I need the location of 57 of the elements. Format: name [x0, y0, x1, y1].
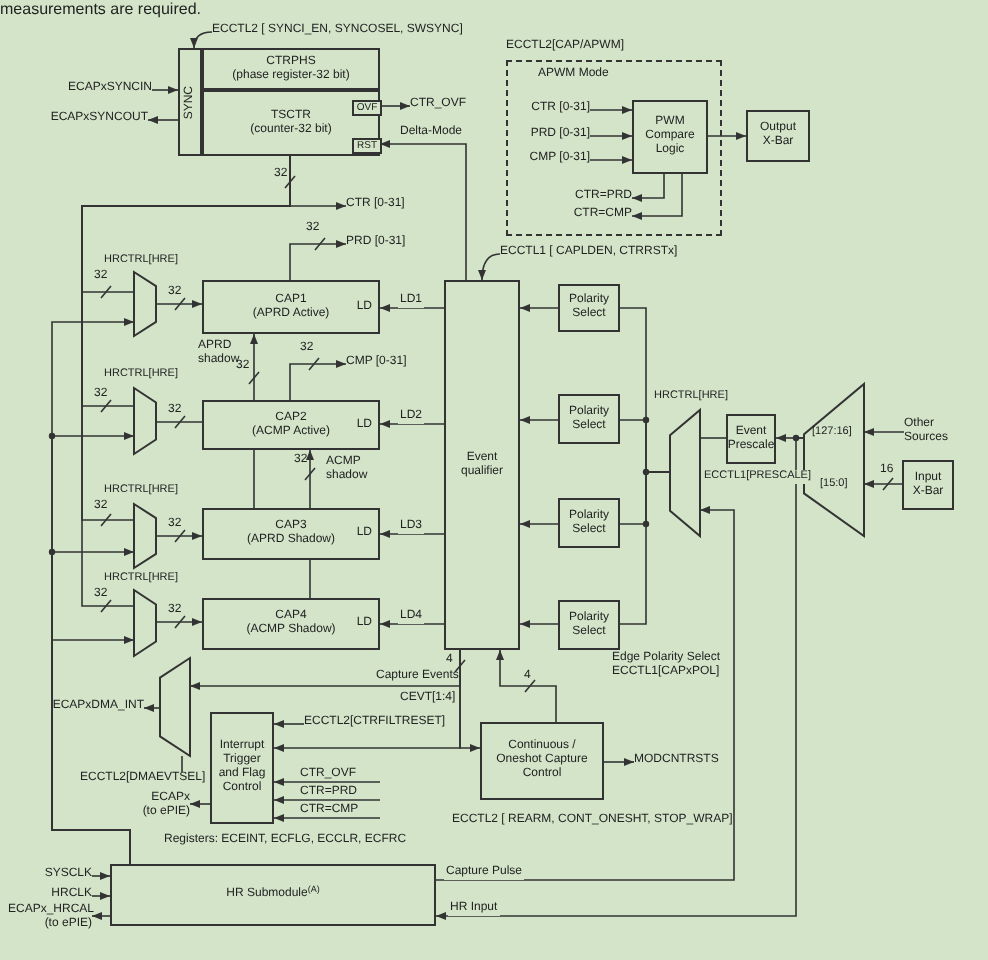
- arrow: [519, 620, 559, 628]
- arrow: [143, 704, 161, 712]
- note-text: measurements are required.: [0, 0, 203, 18]
- arrow: [435, 437, 805, 920]
- arrow: [589, 156, 633, 164]
- arrow: [589, 106, 633, 114]
- arrow: [189, 800, 211, 808]
- arrow: [379, 530, 445, 538]
- arrow: [707, 132, 747, 140]
- multiplexer-symbol: [134, 388, 156, 454]
- arrow: [519, 520, 559, 528]
- arrow: [863, 480, 903, 488]
- connector-line: [309, 559, 311, 599]
- arrow: [273, 814, 381, 822]
- arrow: [863, 428, 905, 436]
- arrow: [379, 420, 445, 428]
- arrow: [435, 506, 735, 881]
- arrow: [91, 912, 111, 920]
- multiplexer-symbol: [160, 658, 190, 756]
- arrow: [459, 649, 481, 752]
- arrow: [91, 872, 111, 880]
- arrow: [306, 449, 314, 509]
- arrow: [273, 720, 305, 728]
- arrow: [155, 300, 203, 308]
- arrow: [51, 636, 135, 865]
- arrow: [155, 618, 203, 626]
- arrow: [379, 304, 445, 312]
- connector-line: [155, 421, 203, 423]
- arrow: [379, 140, 467, 281]
- arrow: [379, 102, 411, 110]
- arrow: [289, 360, 347, 401]
- connector-line: [699, 437, 727, 439]
- connector-line: [619, 471, 671, 625]
- arrow: [519, 304, 559, 312]
- arrow: [289, 240, 347, 281]
- arrow: [147, 116, 179, 124]
- arrow: [250, 333, 258, 401]
- arrow: [379, 620, 445, 628]
- connector-line: [253, 449, 255, 509]
- arrow: [603, 758, 635, 766]
- arrow: [631, 173, 683, 220]
- arrow: [190, 31, 213, 49]
- arrow: [631, 173, 665, 202]
- multiplexer-symbol: [134, 272, 156, 336]
- arrow: [273, 796, 381, 804]
- arrow: [91, 892, 111, 900]
- arrow: [155, 532, 203, 540]
- multiplexer-symbol: [134, 504, 156, 568]
- multiplexer-symbol: [670, 410, 700, 536]
- connector-line: [181, 755, 183, 773]
- arrow: [519, 416, 559, 424]
- arrow: [151, 86, 179, 94]
- arrow: [589, 132, 633, 140]
- arrow: [496, 649, 557, 723]
- multiplexer-symbol: [134, 590, 156, 656]
- arrow: [273, 778, 381, 786]
- arrow: [478, 253, 501, 281]
